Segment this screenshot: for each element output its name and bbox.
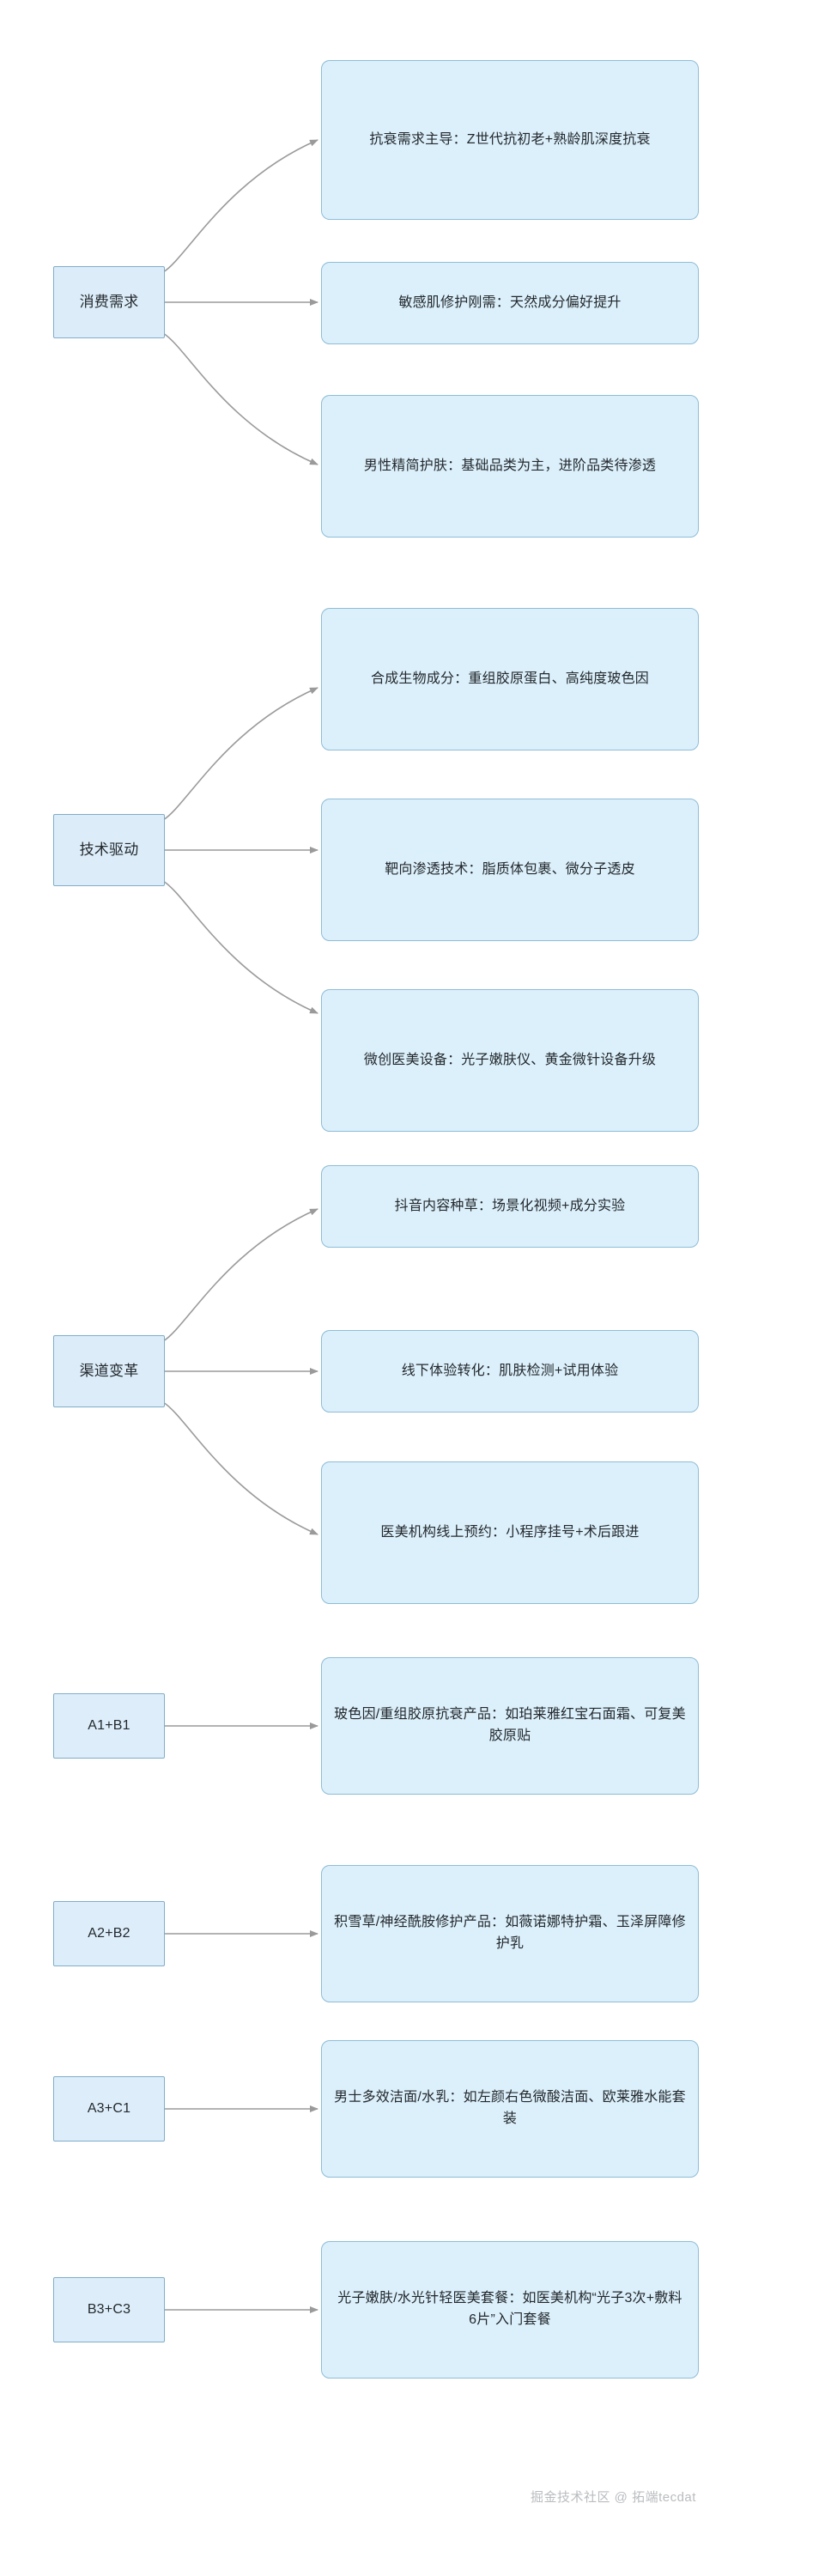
node-combo-key-a3c1[interactable]: A3+C1 xyxy=(53,2076,165,2142)
node-label: 抗衰需求主导：Z世代抗初老+熟龄肌深度抗衰 xyxy=(369,131,651,147)
node-label: 玻色因/重组胶原抗衰产品：如珀莱雅红宝石面霜、可复美胶原贴 xyxy=(334,1707,686,1743)
node-anti-aging-demand[interactable]: 抗衰需求主导：Z世代抗初老+熟龄肌深度抗衰 xyxy=(321,60,699,220)
node-medical-beauty-online-booking[interactable]: 医美机构线上预约：小程序挂号+术后跟进 xyxy=(321,1461,699,1604)
node-combo-value-a1b1[interactable]: 玻色因/重组胶原抗衰产品：如珀莱雅红宝石面霜、可复美胶原贴 xyxy=(321,1657,699,1795)
node-label: 男性精简护肤：基础品类为主，进阶品类待渗透 xyxy=(363,458,657,473)
edge-C-to-C1 xyxy=(162,1208,318,1342)
node-douyin-content-seeding[interactable]: 抖音内容种草：场景化视频+成分实验 xyxy=(321,1165,699,1248)
node-label: A1+B1 xyxy=(88,1717,130,1733)
node-label: A2+B2 xyxy=(88,1925,130,1941)
node-label: 消费需求 xyxy=(79,293,139,310)
edge-B-to-B3 xyxy=(162,880,318,1014)
node-combo-key-a1b1[interactable]: A1+B1 xyxy=(53,1693,165,1759)
node-combo-value-b3c3[interactable]: 光子嫩肤/水光针轻医美套餐：如医美机构“光子3次+敷料6片”入门套餐 xyxy=(321,2241,699,2379)
node-minimally-invasive-devices[interactable]: 微创医美设备：光子嫩肤仪、黄金微针设备升级 xyxy=(321,989,699,1132)
node-label: 技术驱动 xyxy=(79,841,139,858)
node-combo-key-a2b2[interactable]: A2+B2 xyxy=(53,1901,165,1966)
node-sensitive-skin-repair[interactable]: 敏感肌修护刚需：天然成分偏好提升 xyxy=(321,262,699,344)
node-label: 医美机构线上预约：小程序挂号+术后跟进 xyxy=(380,1524,640,1540)
edge-B-to-B1 xyxy=(162,687,318,821)
node-combo-value-a2b2[interactable]: 积雪草/神经酰胺修护产品：如薇诺娜特护霜、玉泽屏障修护乳 xyxy=(321,1865,699,2002)
node-combo-value-a3c1[interactable]: 男士多效洁面/水乳：如左颜右色微酸洁面、欧莱雅水能套装 xyxy=(321,2040,699,2178)
node-label: A3+C1 xyxy=(87,2100,131,2116)
node-label: 靶向渗透技术：脂质体包裹、微分子透皮 xyxy=(385,861,635,877)
edge-A-to-A3 xyxy=(162,332,318,465)
node-label: 渠道变革 xyxy=(79,1362,139,1379)
edge-A-to-A1 xyxy=(162,139,318,273)
node-offline-experience-conversion[interactable]: 线下体验转化：肌肤检测+试用体验 xyxy=(321,1330,699,1413)
edge-C-to-C3 xyxy=(162,1401,318,1535)
node-synthetic-biology-ingredients[interactable]: 合成生物成分：重组胶原蛋白、高纯度玻色因 xyxy=(321,608,699,750)
node-combo-key-b3c3[interactable]: B3+C3 xyxy=(53,2277,165,2342)
node-label: 合成生物成分：重组胶原蛋白、高纯度玻色因 xyxy=(370,671,649,686)
node-male-simplified-skincare[interactable]: 男性精简护肤：基础品类为主，进阶品类待渗透 xyxy=(321,395,699,538)
node-consumer-demand[interactable]: 消费需求 xyxy=(53,266,165,338)
node-targeted-penetration-tech[interactable]: 靶向渗透技术：脂质体包裹、微分子透皮 xyxy=(321,799,699,941)
node-label: 微创医美设备：光子嫩肤仪、黄金微针设备升级 xyxy=(363,1052,657,1067)
node-label: 敏感肌修护刚需：天然成分偏好提升 xyxy=(398,295,622,310)
node-label: B3+C3 xyxy=(87,2301,131,2317)
node-label: 光子嫩肤/水光针轻医美套餐：如医美机构“光子3次+敷料6片”入门套餐 xyxy=(337,2291,682,2327)
node-technology-driver[interactable]: 技术驱动 xyxy=(53,814,165,886)
watermark-text: 掘金技术社区 @ 拓端tecdat xyxy=(531,2490,696,2505)
node-label: 线下体验转化：肌肤检测+试用体验 xyxy=(401,1363,619,1378)
node-label: 男士多效洁面/水乳：如左颜右色微酸洁面、欧莱雅水能套装 xyxy=(334,2090,686,2126)
node-label: 积雪草/神经酰胺修护产品：如薇诺娜特护霜、玉泽屏障修护乳 xyxy=(334,1915,686,1951)
node-channel-change[interactable]: 渠道变革 xyxy=(53,1335,165,1407)
node-label: 抖音内容种草：场景化视频+成分实验 xyxy=(394,1198,626,1213)
